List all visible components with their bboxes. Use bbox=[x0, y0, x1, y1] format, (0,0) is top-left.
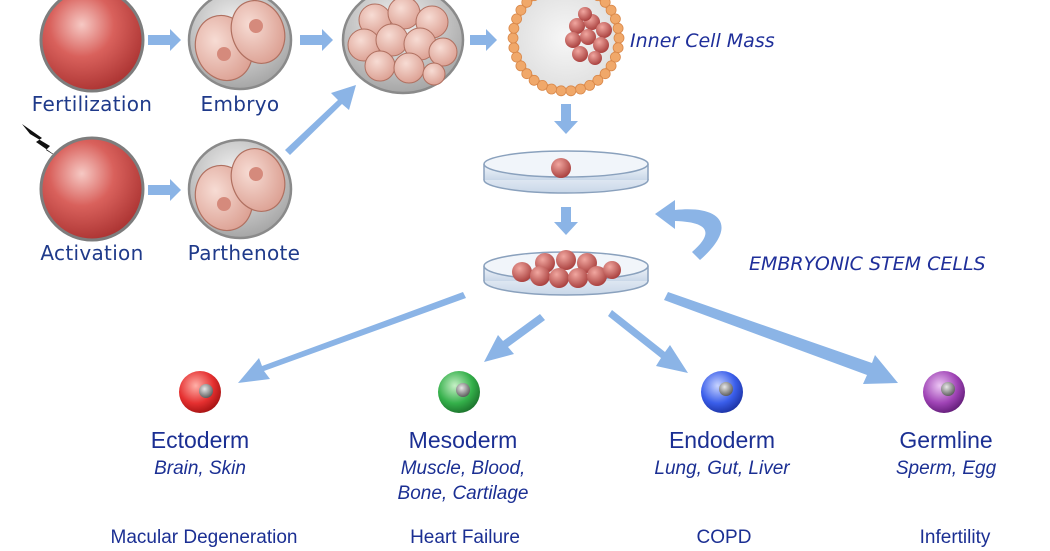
mesoderm-disease: Heart Failure bbox=[410, 527, 520, 548]
germline-tissues: Sperm, Egg bbox=[895, 458, 997, 479]
arrow-dish-to-colony bbox=[554, 207, 578, 235]
culture-dish-single bbox=[483, 150, 649, 194]
blastocyst bbox=[507, 0, 625, 97]
parthenote-label: Parthenote bbox=[187, 241, 301, 265]
trophoblast-cell bbox=[537, 80, 548, 91]
activated-oocyte bbox=[39, 136, 145, 242]
endoderm-disease: COPD bbox=[696, 527, 752, 548]
trophoblast-cell bbox=[508, 42, 520, 54]
trophoblast-cell bbox=[592, 74, 604, 86]
trophoblast-cell bbox=[584, 80, 595, 91]
mesoderm-title: Mesoderm bbox=[408, 427, 518, 453]
self-renewal-arrow bbox=[655, 200, 722, 260]
arrow-to-endoderm bbox=[608, 310, 688, 373]
ectoderm-cell-icon bbox=[179, 371, 221, 413]
endoderm-tissues: Lung, Gut, Liver bbox=[654, 458, 790, 479]
mesoderm-tissues-line1: Muscle, Blood, bbox=[400, 458, 526, 479]
trophoblast-cell bbox=[521, 0, 533, 8]
fertilization-label: Fertilization bbox=[31, 92, 153, 116]
inner-cell-mass bbox=[565, 7, 612, 65]
trophoblast-cell bbox=[610, 51, 621, 63]
germline-cell-icon bbox=[923, 371, 965, 413]
trophoblast-cell bbox=[599, 0, 611, 8]
endoderm-cell-icon bbox=[701, 371, 743, 413]
arrow-to-ectoderm bbox=[238, 292, 466, 383]
trophoblast-cell bbox=[599, 68, 611, 80]
trophoblast-cell bbox=[613, 32, 625, 44]
morula bbox=[341, 0, 465, 95]
trophoblast-cell bbox=[605, 60, 617, 72]
trophoblast-cell bbox=[605, 4, 617, 16]
trophoblast-cell bbox=[511, 51, 522, 63]
trophoblast-cell bbox=[575, 83, 586, 95]
trophoblast-cell bbox=[515, 4, 527, 16]
trophoblast-cell bbox=[612, 22, 624, 34]
arrow-embryo-to-morula bbox=[300, 29, 333, 51]
trophoblast-cell bbox=[530, 0, 538, 2]
trophoblast-beads bbox=[507, 0, 625, 97]
arrow-parthenote-to-morula bbox=[285, 85, 356, 155]
ectoderm-disease: Macular Degeneration bbox=[110, 527, 298, 548]
stem-cell-colony bbox=[512, 250, 621, 288]
trophoblast-cell bbox=[546, 83, 557, 95]
two-cell-embryo bbox=[187, 0, 293, 91]
lightning-bolt-icon bbox=[22, 124, 62, 160]
germline-title: Germline bbox=[899, 427, 993, 453]
ectoderm-title: Ectoderm bbox=[150, 427, 250, 453]
arrow-to-germline bbox=[664, 292, 898, 384]
arrow-activation-to-parthenote bbox=[148, 179, 181, 201]
fertilized-oocyte bbox=[39, 0, 145, 93]
trophoblast-cell bbox=[515, 60, 527, 72]
parthenote-embryo bbox=[187, 138, 293, 240]
arrow-blastocyst-to-dish bbox=[554, 104, 578, 134]
trophoblast-cell bbox=[565, 85, 577, 97]
trophoblast-cell bbox=[594, 0, 602, 2]
trophoblast-cell bbox=[610, 13, 621, 25]
embryo-label: Embryo bbox=[200, 92, 280, 116]
ectoderm-tissues: Brain, Skin bbox=[154, 458, 246, 479]
trophoblast-cell bbox=[555, 85, 567, 97]
germline-disease: Infertility bbox=[919, 527, 991, 548]
endoderm-title: Endoderm bbox=[668, 427, 776, 453]
arrows-layer bbox=[148, 29, 898, 384]
trophoblast-cell bbox=[528, 74, 540, 86]
trophoblast-cell bbox=[508, 22, 520, 34]
trophoblast-cell bbox=[612, 42, 624, 54]
arrow-morula-to-blastocyst bbox=[470, 29, 497, 51]
trophoblast-cell bbox=[521, 68, 533, 80]
arrow-fertilization-to-embryo bbox=[148, 29, 181, 51]
trophoblast-cell bbox=[507, 32, 519, 44]
arrow-to-mesoderm bbox=[484, 314, 545, 362]
inner-cell-mass-label: Inner Cell Mass bbox=[630, 30, 775, 52]
activation-label: Activation bbox=[40, 241, 144, 265]
mesoderm-tissues-line2: Bone, Cartilage bbox=[397, 483, 529, 504]
embryonic-stem-cells-label: EMBRYONIC STEM CELLS bbox=[749, 253, 986, 275]
culture-dish-colony bbox=[483, 250, 649, 296]
trophoblast-cell bbox=[511, 13, 522, 25]
mesoderm-cell-icon bbox=[438, 371, 480, 413]
